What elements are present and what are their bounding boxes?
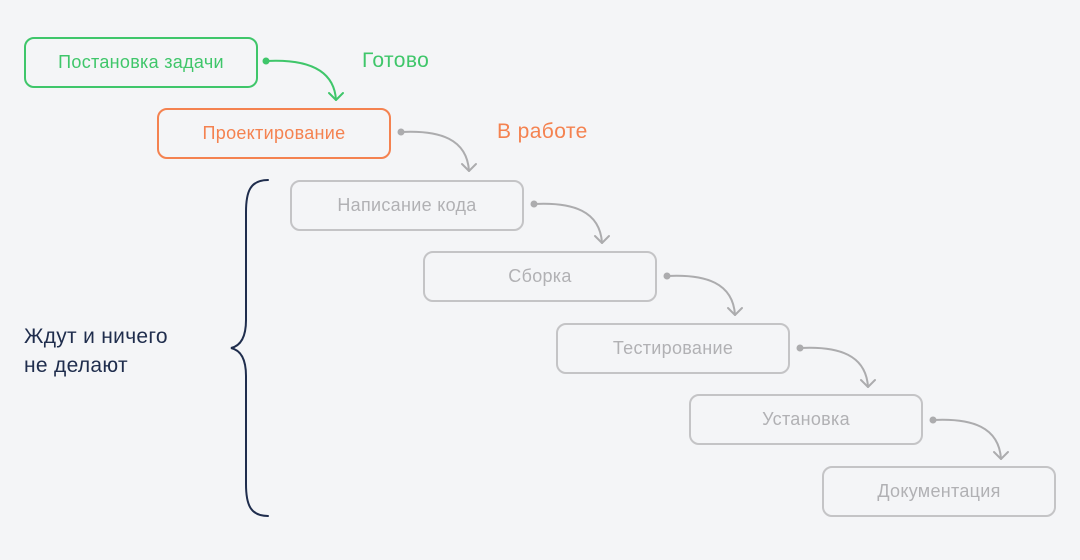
stage-label: Проектирование <box>202 123 346 143</box>
stage-label: Сборка <box>508 266 572 286</box>
arrow-icon <box>397 128 477 172</box>
stage-box-deployment: Установка <box>689 394 923 445</box>
arrow-icon <box>929 416 1009 460</box>
stage-box-testing: Тестирование <box>556 323 790 374</box>
stage-box-build: Сборка <box>423 251 657 302</box>
arrow-icon <box>796 344 876 388</box>
waiting-note-line1: Ждут и ничего <box>24 325 168 348</box>
waiting-note: Ждут и ничего не делают <box>24 322 168 380</box>
status-label-in-progress: В работе <box>497 120 588 143</box>
arrow-icon <box>530 200 610 244</box>
stage-label: Установка <box>762 409 850 429</box>
stage-box-task-definition: Постановка задачи <box>24 37 258 88</box>
stage-label: Написание кода <box>337 195 477 215</box>
stage-label: Документация <box>877 481 1001 501</box>
stage-label: Постановка задачи <box>58 52 224 72</box>
waiting-note-line2: не делают <box>24 354 128 377</box>
status-label-done: Готово <box>362 49 430 72</box>
stage-box-documentation: Документация <box>822 466 1056 517</box>
stage-box-design: Проектирование <box>157 108 391 159</box>
arrow-icon <box>262 57 344 101</box>
stage-box-coding: Написание кода <box>290 180 524 231</box>
stage-label: Тестирование <box>612 338 734 358</box>
curly-brace-icon <box>230 179 269 517</box>
arrow-icon <box>663 272 743 316</box>
